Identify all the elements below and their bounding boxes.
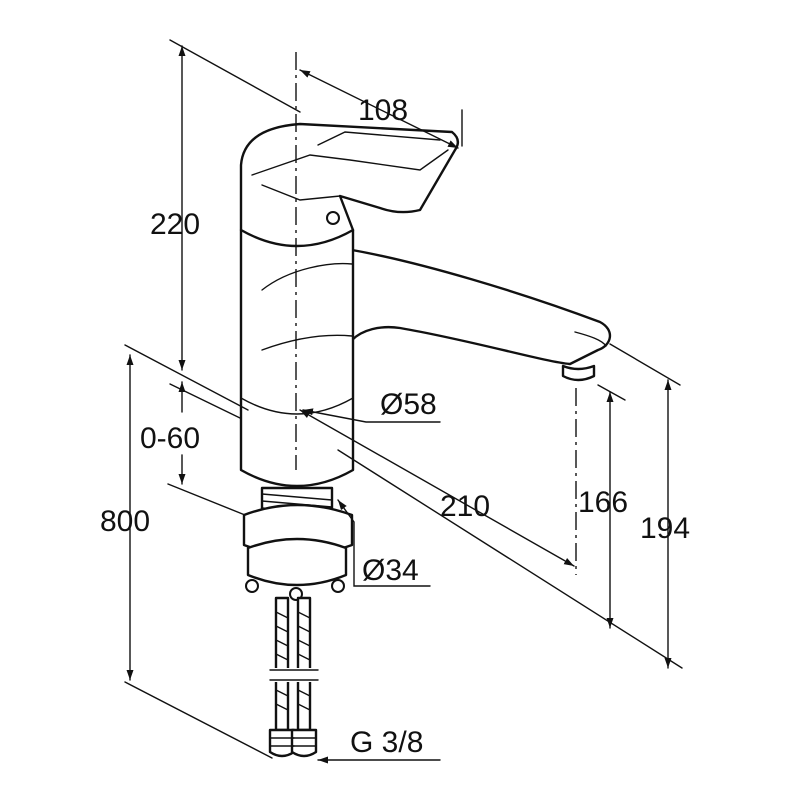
hose-fitting-right [290, 728, 318, 758]
dim-108-line [299, 69, 459, 149]
dim-800-label: 800 [100, 505, 150, 538]
supply-hoses [268, 596, 320, 758]
mounting-base [242, 486, 354, 601]
dim-210-label: 210 [440, 490, 490, 523]
dim-220-label: 220 [150, 208, 200, 241]
dim-210-line [299, 409, 575, 567]
spout [350, 248, 612, 366]
set-screw [326, 211, 340, 225]
dim-108-label: 108 [358, 94, 408, 127]
hose-fitting-left [268, 728, 296, 758]
dim-34-leader [337, 499, 431, 587]
spout-outlet [561, 364, 596, 382]
fixing-nut [246, 537, 348, 587]
dim-194-label: 194 [640, 512, 690, 545]
faucet-outline [239, 122, 612, 488]
dim-g38-label: G 3/8 [350, 726, 423, 759]
dimension-lines [126, 45, 672, 764]
dim-0-60-label: 0-60 [140, 422, 200, 455]
dim-34-label: Ø34 [362, 554, 419, 587]
dim-58-leader [302, 408, 441, 423]
dim-166-label: 166 [578, 486, 628, 519]
faucet-body-cylinder [239, 228, 355, 488]
lever-handle [239, 122, 460, 248]
dim-58-label: Ø58 [380, 388, 437, 421]
